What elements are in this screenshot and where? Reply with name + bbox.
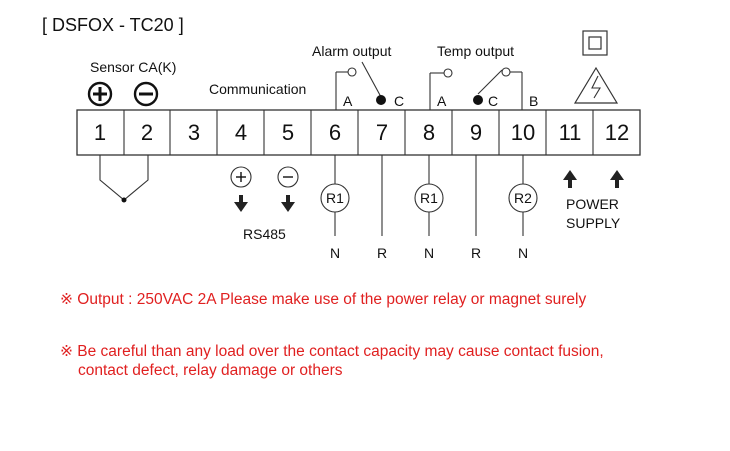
alarm-contact-c: C <box>394 93 404 109</box>
rs485-label: RS485 <box>243 226 286 242</box>
terminal-12: 12 <box>605 120 629 145</box>
sensor-junction-icon <box>99 155 149 203</box>
temp-relay-contact-icon <box>429 67 523 110</box>
power-label: POWER <box>566 196 619 212</box>
communication-label: Communication <box>209 81 306 97</box>
wire-r-label: R <box>377 245 387 261</box>
relay-r1-label: R1 <box>420 190 438 206</box>
temp-contact-c: C <box>488 93 498 109</box>
terminal-7: 7 <box>376 120 388 145</box>
double-insulation-icon <box>582 30 608 56</box>
relay-r2-label: R2 <box>514 190 532 206</box>
temp-output-label: Temp output <box>437 43 514 59</box>
terminal-5: 5 <box>282 120 294 145</box>
terminal-9: 9 <box>470 120 482 145</box>
relay-r1-label: R1 <box>326 190 344 206</box>
rs485-down-arrow-icon <box>281 195 295 212</box>
terminal-1: 1 <box>94 120 106 145</box>
alarm-output-label: Alarm output <box>312 43 391 59</box>
wire-n-label: N <box>330 245 340 261</box>
rs485-minus-icon <box>277 166 299 188</box>
sensor-label: Sensor CA(K) <box>90 59 176 75</box>
relay-wiring <box>334 155 524 236</box>
wire-r-label: R <box>471 245 481 261</box>
supply-label: SUPPLY <box>566 215 621 231</box>
terminal-8: 8 <box>423 120 435 145</box>
note-output: ※ Output : 250VAC 2A Please make use of … <box>60 291 586 308</box>
sensor-minus-icon <box>133 81 159 107</box>
power-up-arrow-icon <box>563 170 577 188</box>
temp-contact-a: A <box>437 93 447 109</box>
wire-n-label: N <box>424 245 434 261</box>
terminal-block <box>76 109 641 156</box>
terminal-3: 3 <box>188 120 200 145</box>
alarm-relay-contact-icon <box>335 61 386 110</box>
power-up-arrow-icon <box>610 170 624 188</box>
terminal-2: 2 <box>141 120 153 145</box>
alarm-contact-a: A <box>343 93 353 109</box>
relay-coil-icon <box>508 183 538 213</box>
note-careful-line2: contact defect, relay damage or others <box>78 362 343 379</box>
relay-coil-icon <box>320 183 350 213</box>
high-voltage-warning-icon <box>573 66 619 104</box>
note-careful-line1: ※ Be careful than any load over the cont… <box>60 343 604 360</box>
rs485-down-arrow-icon <box>234 195 248 212</box>
diagram-title: [ DSFOX - TC20 ] <box>42 15 184 35</box>
sensor-plus-icon <box>87 81 113 107</box>
relay-coil-icon <box>414 183 444 213</box>
terminal-10: 10 <box>511 120 535 145</box>
temp-contact-b: B <box>529 93 538 109</box>
terminal-6: 6 <box>329 120 341 145</box>
wire-n-label: N <box>518 245 528 261</box>
terminal-4: 4 <box>235 120 247 145</box>
rs485-plus-icon <box>230 166 252 188</box>
terminal-11: 11 <box>559 120 582 145</box>
